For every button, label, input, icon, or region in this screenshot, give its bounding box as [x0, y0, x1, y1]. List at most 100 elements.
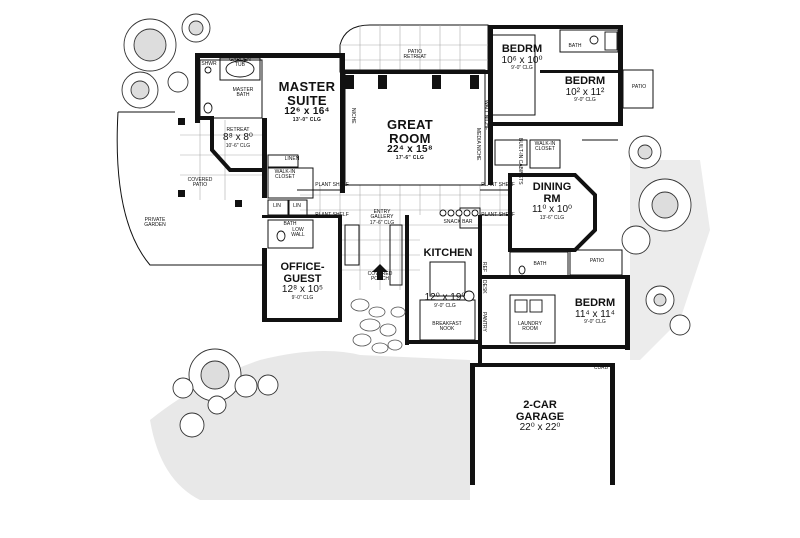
garage-name-1: 2-CAR	[523, 399, 557, 411]
patio-retreat-2: RETREAT	[403, 54, 427, 61]
low-wall-1: LOW	[292, 227, 304, 233]
covered-patio-label: COVERED PATIO	[180, 177, 220, 189]
laundry-1: LAUNDRY	[518, 321, 542, 327]
office-name-2: GUEST	[283, 272, 322, 285]
covered-porch-1: COVERED	[367, 271, 393, 277]
plant-shelf-label-3: PLANT SHELF	[481, 182, 515, 188]
bedrm1-clg: 9'-0" CLG	[511, 65, 533, 72]
master-bath-label: MASTER BATH	[225, 87, 261, 99]
covered-porch-2: PORCH	[370, 276, 390, 283]
plant-shelf-label-2: PLANT SHELF	[315, 212, 349, 218]
walkin-closet-label: WALK-IN CLOSET	[268, 169, 302, 181]
garden-tub-2: TUB	[235, 62, 245, 69]
walkin-closet2-label: WALK-IN CLOSET	[530, 141, 560, 153]
retreat-dim: 8⁸ x 8⁰	[223, 132, 253, 144]
patio-retreat-tiles	[339, 24, 489, 73]
dining-clg: 13'-6" CLG	[539, 214, 565, 221]
curb-label: CURB	[593, 365, 609, 371]
snack-bar-label: SNACK BAR	[443, 219, 473, 225]
bedrm2-name: BEDRM	[564, 75, 606, 87]
private-garden-2: GARDEN	[144, 222, 166, 229]
walkin-closet2-2: CLOSET	[534, 146, 555, 153]
trees	[121, 13, 692, 438]
bedrm2-label: BEDRM 10² x 11² 9'-0" CLG	[555, 75, 615, 104]
office-dim: 12⁸ x 10⁵	[281, 284, 324, 296]
kitchen-clg: 9'-0" CLG	[434, 302, 456, 309]
bedrm3-name: BEDRM	[574, 297, 616, 309]
interior-lines	[199, 29, 654, 344]
dining-name-2: RM	[543, 192, 561, 205]
office-name-1: OFFICE-	[280, 261, 325, 273]
private-garden-1: PRIVATE	[144, 217, 166, 223]
private-garden-label: PRIVATE GARDEN	[135, 217, 175, 229]
patio-retreat-label: PATIO RETREAT	[395, 49, 435, 61]
master-suite-dim: 12⁶ x 16⁴	[284, 106, 330, 118]
stone-walk	[350, 298, 406, 354]
kitchen-name: KITCHEN	[423, 247, 473, 259]
plant-shelf-label-1: PLANT SHELF	[315, 182, 349, 188]
bedrm1-dim: 10⁶ x 10⁰	[501, 54, 543, 66]
retreat-clg: 10'-6" CLG	[225, 142, 251, 149]
office-label: OFFICE- GUEST 12⁸ x 10⁵ 9'-0" CLG	[270, 261, 335, 301]
garage-name-2: GARAGE	[515, 410, 565, 423]
entry-gallery-clg: 17'-6" CLG	[369, 219, 395, 226]
entry-gallery-label: ENTRY GALLERY 17'-6" CLG	[362, 209, 402, 226]
low-wall-2: WALL	[291, 232, 305, 239]
wall-niche-label: WALL NICHE	[483, 100, 489, 131]
master-suite-name-2: SUITE	[287, 92, 327, 108]
bedrm2-clg: 9'-0" CLG	[574, 97, 596, 104]
breakfast-nook-label: BREAKFAST NOOK	[425, 321, 469, 333]
walkin-closet2-1: WALK-IN	[534, 141, 556, 147]
great-room-label: GREAT ROOM 22⁴ x 15⁸ 17'-6" CLG	[370, 118, 450, 161]
master-bath-1: MASTER	[232, 87, 254, 93]
master-bath-2: BATH	[236, 92, 250, 99]
breakfast-nook-1: BREAKFAST	[432, 321, 462, 327]
retreat-name: RETREAT	[226, 127, 250, 133]
covered-patio-2: PATIO	[192, 182, 208, 189]
lin-label: LIN	[293, 203, 301, 209]
kitchen-dim: 12⁰ x 19⁰	[424, 292, 466, 303]
laundry-label: LAUNDRY ROOM	[510, 321, 550, 333]
bedrm3-clg: 9'-0" CLG	[584, 319, 606, 326]
walkin-closet-1: WALK-IN	[274, 169, 296, 175]
bedrm1-label: BEDRM 10⁶ x 10⁰ 9'-0" CLG	[492, 43, 552, 72]
covered-patio-1: COVERED	[187, 177, 213, 183]
bath-label-2: BATH	[568, 43, 582, 49]
patio-retreat-1: PATIO	[407, 49, 423, 55]
patio-right-label: PATIO	[631, 84, 647, 90]
fixtures	[203, 31, 618, 313]
dining-name-1: DINING	[532, 181, 572, 193]
laundry-2: ROOM	[522, 326, 538, 333]
covered-porch-label: COVERED PORCH	[362, 271, 398, 283]
bedrm3-label: BEDRM 11⁴ x 11⁴ 9'-0" CLG	[565, 297, 625, 326]
bedrm3-dim: 11⁴ x 11⁴	[575, 308, 615, 320]
bedrm2-dim: 10² x 11²	[565, 86, 605, 98]
linen-label: LINEN	[284, 156, 300, 162]
bedrm1-name: BEDRM	[501, 43, 543, 55]
master-suite-clg: 13'-0" CLG	[292, 116, 322, 123]
master-suite-label: MASTER SUITE 12⁶ x 16⁴ 13'-0" CLG	[272, 80, 342, 123]
walkin-closet-2: CLOSET	[274, 174, 295, 181]
desk-label: DESK	[481, 280, 487, 294]
dining-label: DINING RM 11⁰ x 10⁰ 13'-6" CLG	[520, 181, 584, 221]
breakfast-nook-2: NOOK	[439, 326, 455, 333]
entry-gallery-2: GALLERY	[370, 214, 394, 221]
niche-label: NICHE	[350, 108, 356, 124]
garden-tub-label: GARDEN TUB	[225, 57, 255, 69]
garden-wall	[116, 111, 263, 266]
patio-lower-label: PATIO	[589, 258, 605, 264]
kitchen-label: KITCHEN	[418, 247, 478, 260]
plant-shelf-label-4: PLANT SHELF	[481, 212, 515, 218]
bath-label-1: BATH	[283, 221, 297, 227]
master-suite-name-1: MASTER	[278, 79, 336, 94]
low-wall-label: LOW WALL	[288, 227, 308, 239]
entry-arrow	[372, 264, 388, 280]
garage-label: 2-CAR GARAGE 22⁰ x 22⁰	[505, 399, 575, 434]
great-room-name-2: ROOM	[389, 130, 431, 146]
great-room-clg: 17'-6" CLG	[395, 154, 425, 161]
bath-label-3: BATH	[533, 261, 547, 267]
dining-dim: 11⁰ x 10⁰	[531, 204, 573, 216]
media-niche-label: MEDIA NICHE	[475, 128, 481, 161]
